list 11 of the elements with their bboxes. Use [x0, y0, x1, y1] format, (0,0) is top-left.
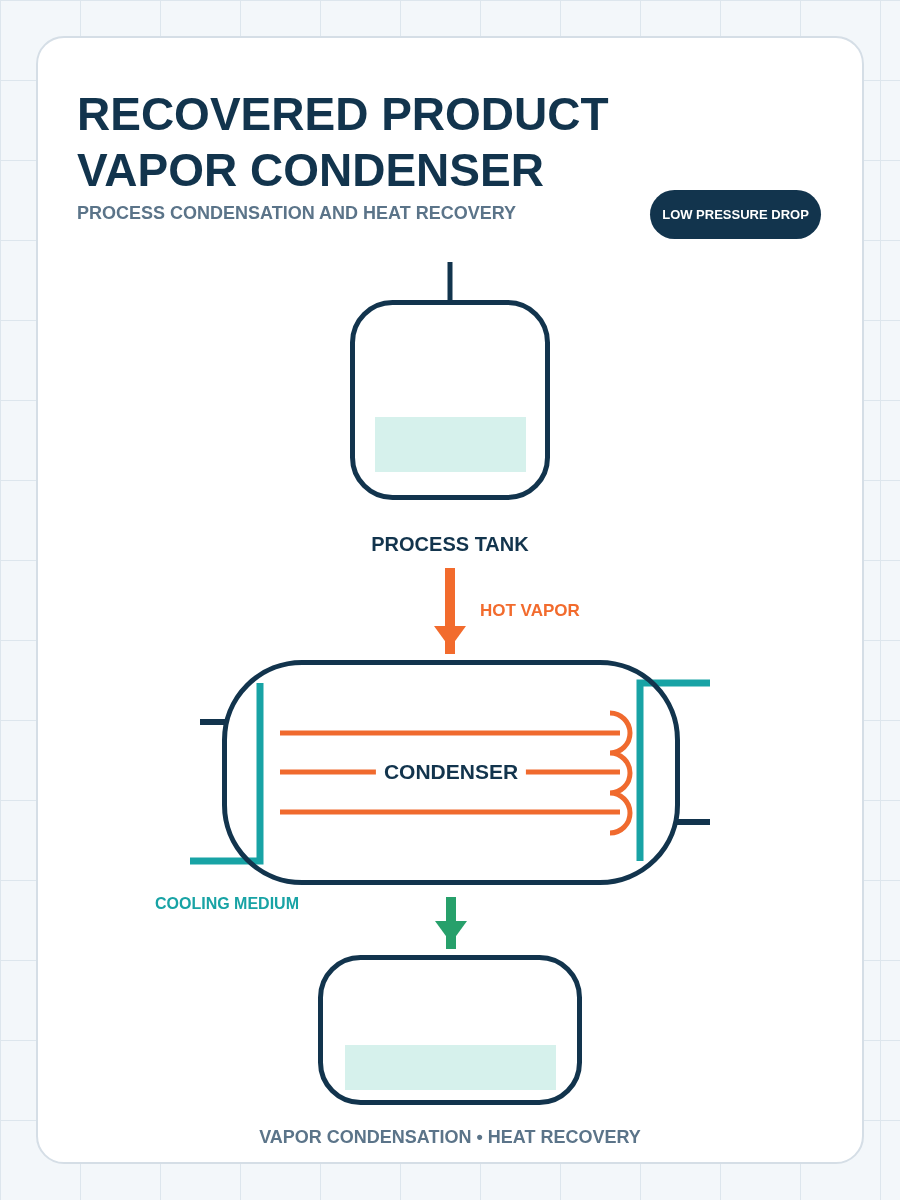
title: RECOVERED PRODUCT VAPOR CONDENSER — [77, 87, 610, 198]
receiver-tank — [318, 955, 582, 1105]
tank-label: PROCESS TANK — [371, 532, 529, 556]
status-badge: LOW PRESSURE DROP — [650, 190, 821, 239]
edge-label: HOT VAPOR — [480, 601, 580, 621]
subtitle: PROCESS CONDENSATION AND HEAT RECOVERY — [77, 202, 517, 224]
flow-arrow — [435, 897, 467, 949]
stream-label: COOLING MEDIUM — [155, 894, 299, 914]
caption: VAPOR CONDENSATION • HEAT RECOVERY — [259, 1126, 641, 1148]
condenser-vessel — [222, 660, 680, 885]
flow-arrow — [434, 568, 466, 654]
